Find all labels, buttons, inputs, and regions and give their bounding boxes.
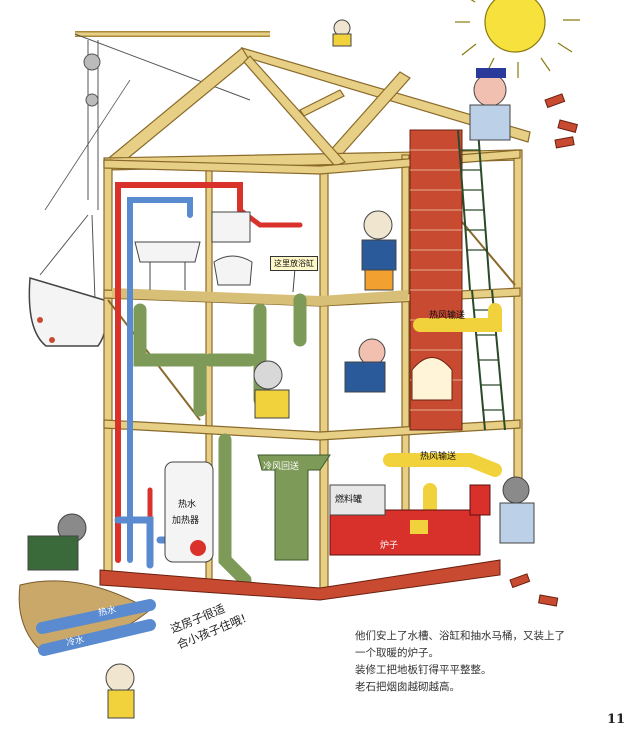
hot-air-label-upper: 热风输送 (429, 311, 466, 321)
hot-air-label-middle: 热风输送 (420, 452, 457, 462)
bathtub-sign: 这里放浴缸 (270, 256, 318, 271)
fuel-tank-label: 燃料罐 (335, 495, 363, 505)
hanging-bathtub (28, 214, 107, 347)
cold-air-duct (257, 454, 331, 561)
sun-icon (455, 0, 580, 78)
toilet (211, 211, 253, 286)
kitten-character (105, 663, 135, 719)
page-number: 11 (607, 712, 626, 727)
cold-air-label: 冷风回送 (263, 462, 300, 472)
mason-pig-character (469, 68, 511, 141)
water-heater-label-2: 加热器 (172, 516, 200, 526)
cat-plumber-character (361, 210, 397, 291)
hoist-crane (44, 31, 270, 211)
water-heater (164, 461, 214, 563)
pig-worker-character (344, 338, 386, 393)
ladder (457, 129, 506, 431)
caption-line: 装修工把地板钉得平平整整。 (355, 664, 492, 676)
raccoon-right-character (499, 476, 535, 544)
loose-bricks (509, 93, 578, 607)
caption-line: 他们安上了水槽、浴缸和抽水马桶，又装上了 (355, 630, 565, 642)
mouse-character (332, 19, 352, 47)
furnace-label: 炉子 (380, 541, 399, 551)
drain-pipes (133, 293, 307, 587)
furnace-unit (329, 484, 491, 556)
caption-line: 一个取暖的炉子。 (355, 647, 439, 659)
story-caption: 他们安上了水槽、浴缸和抽水马桶，又装上了 一个取暖的炉子。 装修工把地板钉得平平… (355, 628, 625, 696)
water-heater-label-1: 热水 (178, 500, 197, 510)
ground-trench (18, 580, 156, 656)
caption-line: 老石把烟囱越砌越高。 (355, 681, 460, 693)
brick-foundation (99, 559, 501, 601)
brick-chimney (409, 129, 463, 431)
raccoon-left-character (27, 513, 87, 571)
sink (134, 241, 201, 290)
cat-carpenter-character (253, 360, 290, 419)
upper-floor (112, 288, 408, 306)
